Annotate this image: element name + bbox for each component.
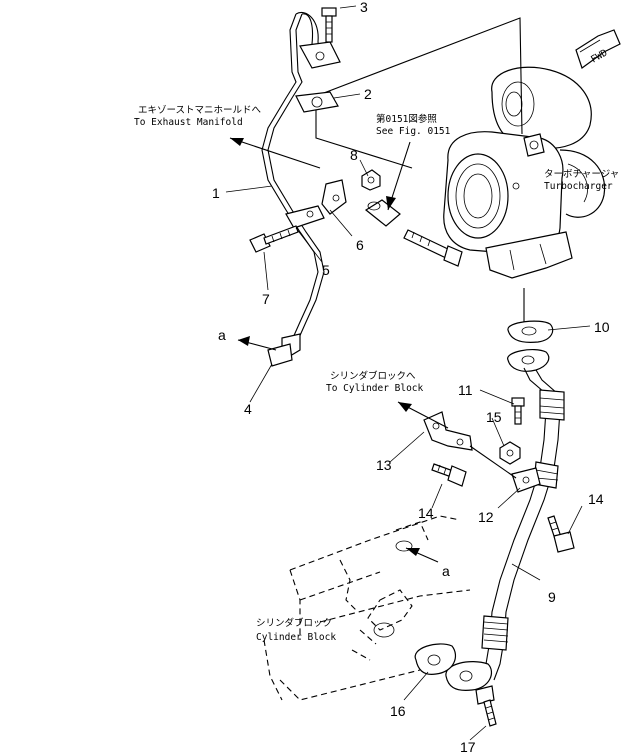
part-number-9: 9 <box>548 589 556 605</box>
bolt-7 <box>249 225 299 253</box>
turbocharger-note-jp: ターボチャージャ <box>544 169 619 180</box>
nut-8 <box>361 169 381 191</box>
elbow-fitting-4 <box>267 333 301 367</box>
gasket-16 <box>414 643 457 675</box>
part-number-3: 3 <box>360 0 368 15</box>
leader-lines <box>225 5 591 741</box>
connector-a-bottom: a <box>405 547 450 579</box>
bolt-11 <box>511 397 525 425</box>
bracket-6 <box>321 179 347 215</box>
cylinder-block-arrow <box>397 401 517 479</box>
gasket-2 <box>295 91 339 113</box>
part-number-16: 16 <box>390 703 406 719</box>
gasket-10 <box>507 288 554 343</box>
connector-a-bottom-label: a <box>442 563 450 579</box>
nut-15 <box>499 441 521 465</box>
see-fig-arrow <box>386 141 411 211</box>
bolt-14-left <box>431 463 467 487</box>
to-cylinder-block-note-jp: シリンダブロックへ <box>330 370 416 382</box>
lower-flange <box>445 661 493 691</box>
part-numbers: 3 2 8 1 6 5 7 4 10 11 15 13 14 12 14 9 1… <box>212 0 610 755</box>
clamp-5 <box>285 205 325 229</box>
part-number-2: 2 <box>364 86 372 102</box>
clamp-12 <box>511 467 541 493</box>
connector-a-left: a <box>218 327 277 351</box>
part-number-14-right: 14 <box>588 491 604 507</box>
bracket-13 <box>423 411 473 451</box>
cylinder-block-note-jp: シリンダブロック <box>256 617 332 629</box>
turbocharger <box>443 66 606 279</box>
part-number-17: 17 <box>460 739 476 755</box>
annotations: エキゾーストマニホールドへ To Exhaust Manifold 第0151図… <box>134 105 619 643</box>
bolt-3 <box>321 7 337 43</box>
fwd-arrow-icon: FWD <box>575 29 621 69</box>
to-cylinder-block-note-en: To Cylinder Block <box>326 383 424 394</box>
connector-a-left-label: a <box>218 327 226 343</box>
part-number-15: 15 <box>486 409 502 425</box>
part-number-8: 8 <box>350 147 358 163</box>
long-bolt <box>403 229 463 267</box>
see-fig-note-jp: 第0151図参照 <box>376 113 437 125</box>
part-number-4: 4 <box>244 401 252 417</box>
part-number-5: 5 <box>322 262 330 278</box>
cylinder-block-note-en: Cylinder Block <box>256 632 336 643</box>
oil-inlet-tube <box>261 12 331 341</box>
eye-fitting-top <box>299 41 341 69</box>
part-number-6: 6 <box>356 237 364 253</box>
sleeve-see-fig-0151 <box>364 199 401 227</box>
cylinder-block <box>263 515 471 701</box>
turbocharger-note-en: Turbocharger <box>544 181 613 192</box>
part-number-1: 1 <box>212 185 220 201</box>
part-number-13: 13 <box>376 457 392 473</box>
see-fig-note-en: See Fig. 0151 <box>376 126 451 137</box>
oil-return-tube <box>479 348 565 681</box>
cylinder-block-port <box>373 540 413 638</box>
exhaust-manifold-note-jp: エキゾーストマニホールドへ <box>138 105 262 116</box>
part-number-14-left: 14 <box>418 505 434 521</box>
exhaust-manifold-arrow <box>229 137 321 169</box>
part-number-7: 7 <box>262 291 270 307</box>
exhaust-manifold-note-en: To Exhaust Manifold <box>134 117 243 128</box>
part-number-12: 12 <box>478 509 494 525</box>
bolt-14-right <box>547 515 575 553</box>
bolt-17 <box>475 685 497 727</box>
part-number-10: 10 <box>594 319 610 335</box>
part-number-11: 11 <box>458 382 473 398</box>
turbo-frame-line <box>315 17 523 135</box>
